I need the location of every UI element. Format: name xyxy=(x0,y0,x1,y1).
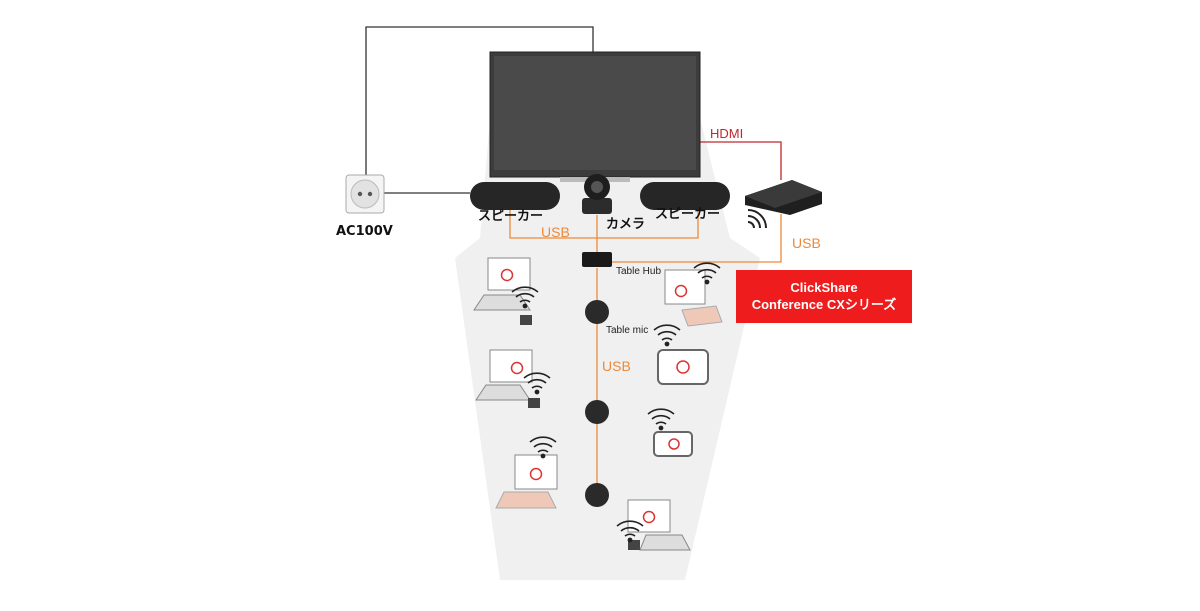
speaker-left xyxy=(470,182,560,210)
clickshare-product-badge: ClickShare Conference CXシリーズ xyxy=(736,270,912,323)
table-mic xyxy=(585,483,609,507)
tablet-icon xyxy=(657,349,709,385)
label-ac100v: AC100V xyxy=(336,224,393,239)
label-usb-speakers: USB xyxy=(541,224,570,240)
wifi-icon xyxy=(511,286,539,309)
label-usb-mics: USB xyxy=(602,358,631,374)
power-cable xyxy=(365,26,594,178)
label-hdmi: HDMI xyxy=(710,126,744,141)
laptop-icon xyxy=(664,269,723,327)
phone-icon xyxy=(653,431,693,457)
hdmi-cable xyxy=(700,141,782,180)
table-hub xyxy=(582,252,612,267)
wall-outlet xyxy=(345,174,385,214)
wifi-icon xyxy=(653,324,681,347)
wifi-icon xyxy=(529,436,557,459)
wifi-icon xyxy=(523,372,551,395)
wifi-icon-base xyxy=(747,209,767,229)
table-mic xyxy=(585,300,609,324)
display-monitor xyxy=(489,51,701,182)
label-usb-clickshare: USB xyxy=(792,235,821,251)
brand-line-2: Conference CXシリーズ xyxy=(751,297,897,312)
wifi-icon xyxy=(647,408,675,431)
label-camera: カメラ xyxy=(606,217,646,232)
laptop-icon xyxy=(495,454,558,509)
laptop-icon xyxy=(627,499,691,551)
brand-line-1: ClickShare xyxy=(790,280,858,295)
camera xyxy=(582,174,612,214)
laptop-icon xyxy=(473,257,532,325)
label-table-mic: Table mic xyxy=(606,325,649,336)
wifi-icon xyxy=(693,262,721,285)
wifi-icon xyxy=(616,520,644,543)
clickshare-base-unit xyxy=(745,180,822,215)
label-speaker-left: スピーカー xyxy=(478,209,544,224)
label-table-hub: Table Hub xyxy=(616,266,662,277)
speaker-right xyxy=(640,182,730,210)
usb-cable-clickshare xyxy=(612,214,782,263)
table-mic xyxy=(585,400,609,424)
label-speaker-right: スピーカー xyxy=(655,207,721,222)
usb-cable-speakers xyxy=(509,210,699,239)
